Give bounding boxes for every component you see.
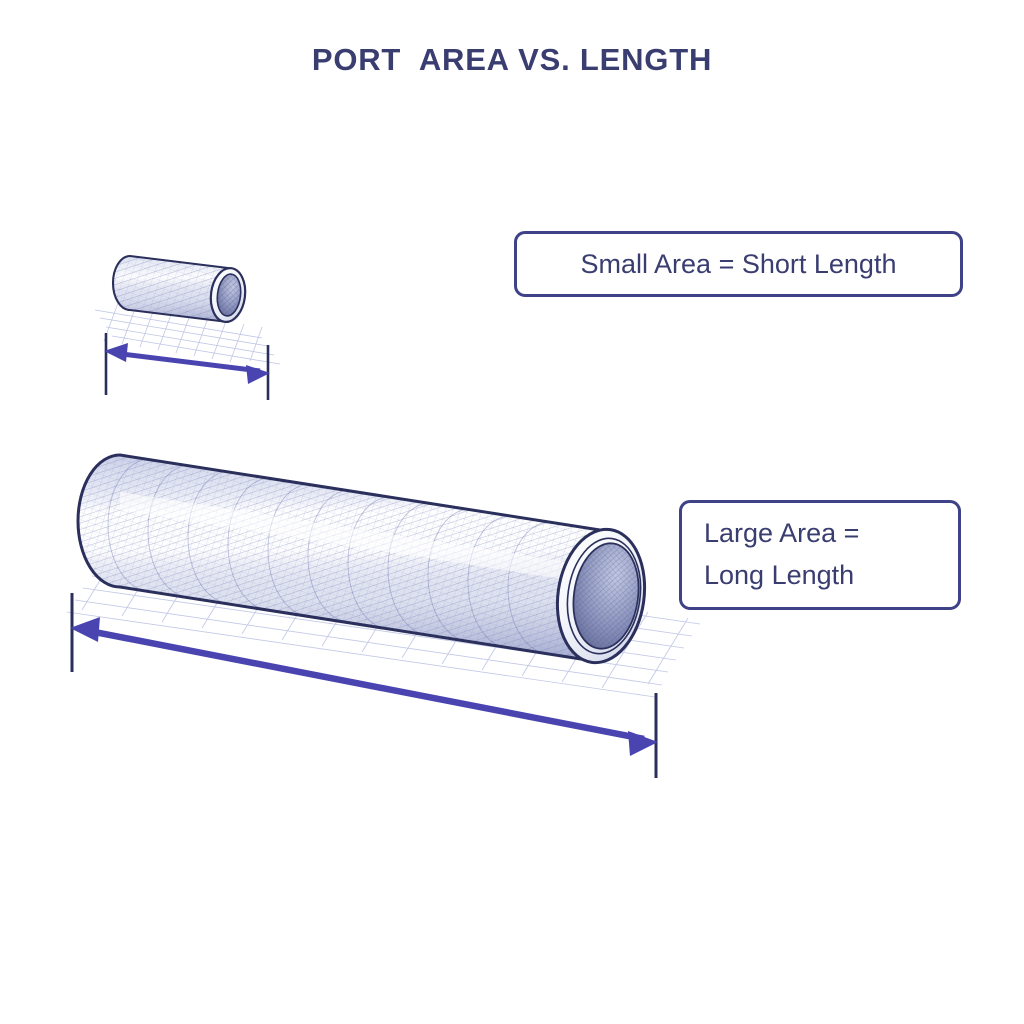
small-pipe-dimension xyxy=(104,333,270,400)
small-pipe-ground-grid xyxy=(94,302,281,365)
large-dim-arrowhead-right xyxy=(628,731,658,756)
callout-large-area: Large Area = Long Length xyxy=(679,500,961,610)
small-dim-arrow-shaft xyxy=(113,350,261,374)
callout-small-area: Small Area = Short Length xyxy=(514,231,963,297)
large-dim-arrow-shaft xyxy=(83,626,645,743)
page-title: PORT AREA VS. LENGTH xyxy=(311,42,713,77)
callout-large-area-label: Large Area = Long Length xyxy=(704,518,860,590)
small-pipe-figure xyxy=(111,254,247,324)
large-pipe-dimension xyxy=(70,593,658,778)
callout-small-area-label: Small Area = Short Length xyxy=(580,248,897,279)
small-dim-arrowhead-right xyxy=(246,365,270,384)
large-pipe-rim-inner xyxy=(566,537,642,655)
small-dim-arrowhead-left xyxy=(104,343,128,362)
large-dim-arrowhead-left xyxy=(70,617,100,642)
